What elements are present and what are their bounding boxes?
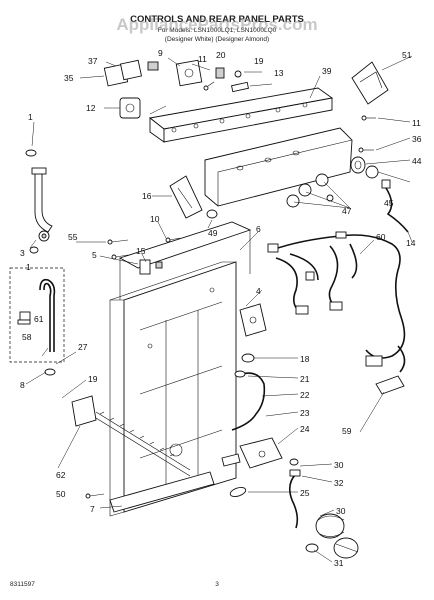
rear-panel bbox=[109, 261, 237, 517]
console-rear-shield bbox=[204, 127, 353, 207]
callout-16: 16 bbox=[142, 191, 152, 201]
diagram-title: CONTROLS AND REAR PANEL PARTS bbox=[130, 14, 304, 25]
callout-18: 18 bbox=[300, 354, 310, 364]
callout-32: 32 bbox=[334, 478, 344, 488]
callout-23: 23 bbox=[300, 408, 310, 418]
callout-11-right: 11 bbox=[412, 118, 421, 128]
page-number: 3 bbox=[215, 581, 219, 588]
callout-45: 45 bbox=[384, 198, 394, 208]
leader-lines bbox=[25, 55, 413, 563]
callout-51: 51 bbox=[402, 50, 412, 60]
small-parts bbox=[107, 209, 218, 260]
cabinet-top bbox=[118, 221, 252, 300]
callout-20: 20 bbox=[216, 50, 226, 60]
console-panel bbox=[148, 87, 334, 143]
callout-24: 24 bbox=[300, 424, 310, 434]
callout-36: 36 bbox=[412, 134, 422, 144]
callout-5: 5 bbox=[92, 250, 97, 260]
doc-number: 8311597 bbox=[10, 581, 35, 588]
callout-31: 31 bbox=[334, 558, 344, 568]
callout-62: 62 bbox=[56, 470, 66, 480]
callout-47: 47 bbox=[342, 206, 352, 216]
callout-60: 60 bbox=[376, 232, 386, 242]
callout-labels: 1 3 1 5 6 7 8 9 10 11 11 12 13 14 15 16 … bbox=[20, 48, 422, 568]
callout-12: 12 bbox=[86, 103, 96, 113]
valve-and-pump bbox=[221, 303, 283, 497]
control-knobs bbox=[286, 156, 379, 208]
callout-21: 21 bbox=[300, 374, 310, 384]
callout-37: 37 bbox=[88, 56, 98, 66]
callout-50: 50 bbox=[56, 489, 66, 499]
callout-11-top: 11 bbox=[198, 54, 207, 64]
callout-3: 3 bbox=[20, 248, 25, 258]
callout-7: 7 bbox=[90, 504, 95, 514]
callout-6: 6 bbox=[256, 224, 261, 234]
callout-8: 8 bbox=[20, 380, 25, 390]
callout-58: 58 bbox=[22, 332, 32, 342]
callout-13: 13 bbox=[274, 68, 284, 78]
callout-1-bottom: 1 bbox=[26, 262, 31, 272]
console-screws bbox=[203, 81, 376, 153]
callout-15: 15 bbox=[136, 246, 146, 256]
callout-14: 14 bbox=[406, 238, 416, 248]
callout-27: 27 bbox=[78, 342, 88, 352]
colors-line: (Designer White) (Designer Almond) bbox=[165, 36, 269, 43]
bracket-51 bbox=[351, 61, 389, 105]
wiring-harness bbox=[267, 179, 409, 395]
callout-55: 55 bbox=[68, 232, 78, 242]
callout-19-left: 19 bbox=[88, 374, 98, 384]
callout-22: 22 bbox=[300, 390, 310, 400]
callout-19-top: 19 bbox=[254, 56, 264, 66]
callout-35: 35 bbox=[64, 73, 74, 83]
motor-assembly bbox=[288, 458, 359, 559]
callout-44: 44 bbox=[412, 156, 422, 166]
callout-9: 9 bbox=[158, 48, 163, 58]
callout-10: 10 bbox=[150, 214, 160, 224]
watermark: AppliancePartsPros.com bbox=[116, 15, 317, 34]
callout-4: 4 bbox=[256, 286, 261, 296]
timer-assembly bbox=[103, 59, 249, 119]
callout-1-top: 1 bbox=[28, 112, 33, 122]
callout-61: 61 bbox=[34, 314, 44, 324]
models-line: For Models: LSN1000LQ1, LSN1000LQ0 bbox=[158, 27, 277, 34]
callout-30-bottom: 30 bbox=[336, 506, 346, 516]
callout-39: 39 bbox=[322, 66, 332, 76]
drain-hose-kit bbox=[9, 267, 65, 376]
callout-59: 59 bbox=[342, 426, 352, 436]
fill-hose-fittings bbox=[25, 149, 53, 254]
callout-25: 25 bbox=[300, 488, 310, 498]
base-and-spring bbox=[71, 395, 215, 513]
callout-49: 49 bbox=[208, 228, 218, 238]
callout-30-top: 30 bbox=[334, 460, 344, 470]
